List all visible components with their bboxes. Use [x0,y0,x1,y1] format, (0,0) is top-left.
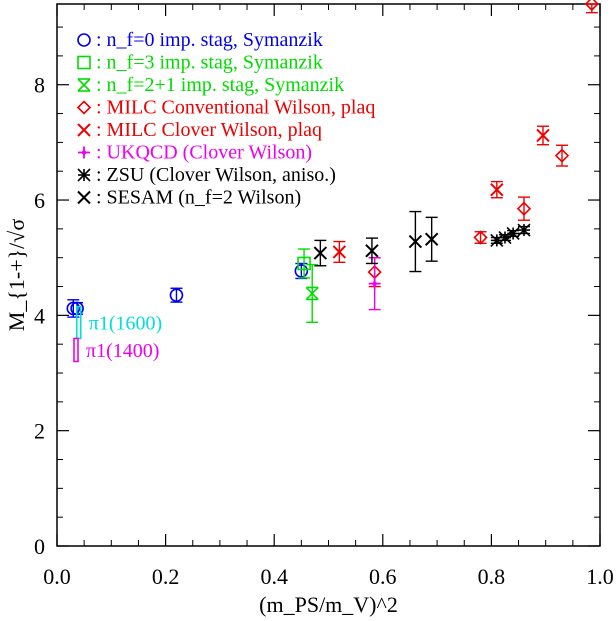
y-axis-title: M_{1-+}/√σ [4,219,29,332]
marker-asterisk [77,168,91,182]
legend-item: : MILC Clover Wilson, plaq [77,119,322,141]
marker-diamond [473,230,488,245]
marker-diamond [76,100,92,115]
marker-asterisk [506,226,520,241]
legend-label: : SESAM (n_f=2 Wilson) [96,187,301,209]
marker-xbar [305,286,319,301]
data-points [66,0,599,323]
annotations: π1(1600) π1(1400) [73,305,162,363]
legend-item: : MILC Conventional Wilson, plaq [76,97,375,119]
data-point [169,287,184,303]
data-point [297,248,311,279]
marker-diamond [516,201,532,216]
legend-label: : n_f=3 imp. stag, Symanzik [96,52,323,74]
y-tick-label: 2 [34,419,45,444]
data-point [490,180,504,199]
data-point [365,237,379,265]
experimental-band: π1(1600) [75,305,162,340]
marker-cross [365,244,379,258]
legend-item: : n_f=2+1 imp. stag, Symanzik [77,74,344,96]
marker-circle [77,33,91,47]
band-label: π1(1600) [89,313,162,335]
marker-cross [332,245,347,259]
legend-item: : UKQCD (Clover Wilson) [78,142,312,164]
marker-asterisk [490,233,504,247]
axis-labels: (m_PS/m_V)^2 M_{1-+}/√σ [4,219,398,617]
marker-xbar [77,78,91,92]
data-point [368,257,381,311]
marker-cross [313,246,328,260]
marker-diamond [554,148,570,163]
y-tick-label: 0 [34,534,45,559]
band-rect [73,337,79,363]
data-point [332,240,347,264]
data-point [473,230,488,245]
y-tick-label: 6 [34,188,45,213]
legend-label: : MILC Conventional Wilson, plaq [96,97,375,119]
marker-square [77,55,91,70]
legend-label: : MILC Clover Wilson, plaq [96,119,322,141]
legend-item: : n_f=3 imp. stag, Symanzik [77,52,323,74]
y-tick-label: 4 [34,303,45,328]
legend-label: : n_f=2+1 imp. stag, Symanzik [96,74,344,96]
y-tick-label: 8 [34,73,45,98]
marker-star [372,281,377,286]
marker-asterisk [517,223,531,237]
data-point [424,216,439,262]
data-point [516,196,532,221]
marker-circle [294,264,309,278]
marker-cross [77,190,91,205]
data-point [294,262,309,280]
x-tick-label: 0.0 [43,564,71,589]
x-axis: 0.0 0.2 0.4 0.6 0.8 1.0 [43,4,614,589]
marker-cross [424,232,439,246]
legend-label: : ZSU (Clover Wilson, aniso.) [96,164,336,186]
data-point [506,226,520,241]
x-tick-label: 0.6 [369,564,397,589]
marker-star [81,150,87,155]
data-point [313,239,328,267]
marker-square [297,256,311,271]
x-tick-label: 0.4 [260,564,288,589]
legend-label: : n_f=0 imp. stag, Symanzik [96,29,323,51]
legend-item: : SESAM (n_f=2 Wilson) [77,187,301,209]
marker-cross [490,182,504,197]
experimental-band: π1(1400) [73,337,159,363]
x-axis-title: (m_PS/m_V)^2 [259,592,398,617]
marker-cross [408,234,423,249]
band-label: π1(1400) [86,340,159,362]
marker-diamond [584,0,599,12]
data-point [517,223,531,237]
legend-item: : n_f=0 imp. stag, Symanzik [77,29,323,51]
data-point [408,210,423,273]
x-tick-label: 0.2 [152,564,180,589]
legend-label: : UKQCD (Clover Wilson) [96,142,312,164]
marker-circle [169,288,184,302]
x-tick-label: 0.8 [478,564,506,589]
data-point [305,263,319,323]
data-point [536,125,550,146]
legend-item: : ZSU (Clover Wilson, aniso.) [77,164,336,186]
legend: : n_f=0 imp. stag, Symanzik: n_f=3 imp. … [76,29,375,209]
marker-cross [77,123,91,137]
marker-cross [536,128,550,143]
data-point [584,0,599,14]
x-tick-label: 1.0 [586,564,614,589]
data-point [554,144,570,167]
y-axis: 0 2 4 6 8 [34,26,600,559]
